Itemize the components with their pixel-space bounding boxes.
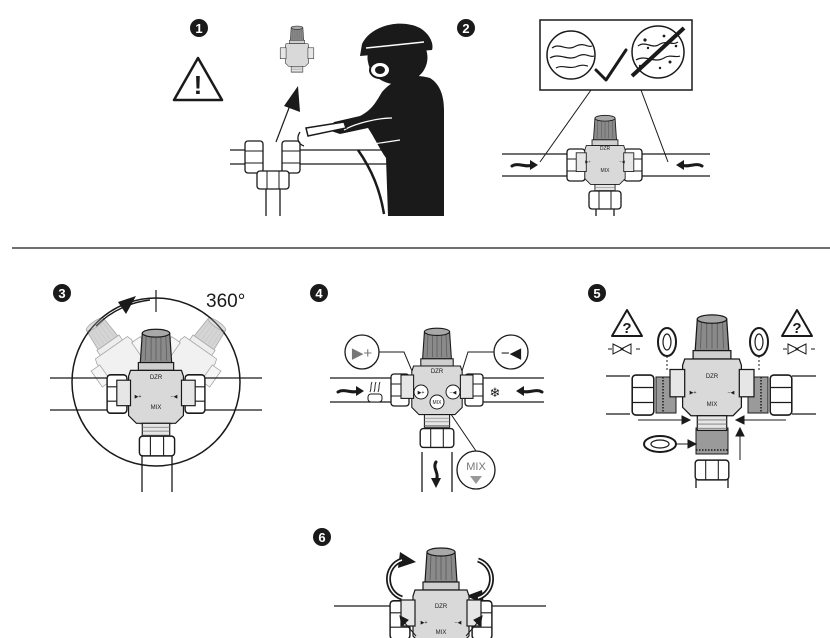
pipe-fitting — [769, 374, 793, 416]
pipe-fitting — [694, 459, 730, 481]
valve-mix-label: MIX — [151, 405, 162, 411]
svg-text:4: 4 — [315, 286, 323, 301]
valve-hot-symbol: ▶+ — [418, 390, 425, 396]
step-number-3: 3 — [53, 284, 71, 302]
flow-arrow-icon — [674, 158, 704, 172]
valve-cold-symbol: −◀ — [171, 394, 178, 400]
question-warning-icon: ? — [611, 309, 643, 337]
step-number-4: 4 — [310, 284, 328, 302]
flow-arrow-icon — [510, 158, 540, 172]
valve-mix-label: MIX — [436, 630, 447, 636]
pointer-lines — [539, 89, 669, 163]
washer-icon — [749, 327, 769, 357]
valve-mix-label: MIX — [707, 402, 718, 408]
welder-figure — [328, 23, 444, 216]
flow-arrow-icon — [431, 460, 441, 488]
pipe-fitting — [588, 190, 622, 210]
washer-icon — [657, 327, 677, 357]
svg-text:▶+: ▶+ — [352, 345, 373, 362]
valve-cold-symbol: −◀ — [728, 390, 735, 396]
mix-outlet-callout: MIX — [443, 403, 496, 490]
pipe-fitting — [244, 140, 301, 190]
pipe-fitting — [419, 427, 455, 449]
valve-mix-label: MIX — [433, 400, 443, 406]
clean-water-icon — [546, 30, 596, 80]
pipe-fitting — [631, 374, 655, 416]
boiler-icon — [367, 381, 383, 403]
washer-icon — [643, 435, 677, 453]
flow-arrow-icon — [514, 384, 544, 398]
valve-brand-label: DZR — [600, 146, 611, 152]
valve-hot-symbol: ▶+ — [585, 159, 591, 164]
step-4-panel: 4 ▶+ −◀ MIX DZR ▶+ −◀ — [310, 284, 544, 492]
svg-text:1: 1 — [195, 21, 202, 36]
valve-brand-label: DZR — [150, 375, 163, 381]
svg-text:5: 5 — [593, 286, 600, 301]
svg-text:?: ? — [622, 320, 631, 337]
step-1-panel: 1 ! — [172, 19, 444, 216]
svg-text:3: 3 — [58, 286, 65, 301]
valve-small — [279, 25, 315, 73]
flow-arrow-icon — [336, 384, 366, 398]
step-3-panel: 3 360° DZR MIX ▶+ −◀ — [50, 284, 262, 492]
valve-brand-label: DZR — [706, 374, 719, 380]
flow-arrow-icon — [399, 615, 483, 637]
pipe-fitting — [138, 435, 176, 457]
svg-text:2: 2 — [462, 21, 469, 36]
valve-hot-symbol: ▶+ — [690, 390, 697, 396]
svg-text:−◀: −◀ — [501, 345, 522, 362]
lift-arrow-icon — [275, 86, 300, 143]
mixing-valve — [669, 314, 755, 432]
checkmark-icon — [594, 48, 628, 82]
snowflake-icon: ❄ — [490, 385, 501, 400]
pipework — [502, 153, 710, 177]
question-warning-icon: ? — [781, 309, 813, 337]
valve-mix-label: MIX — [601, 168, 611, 174]
step-number-6: 6 — [313, 528, 331, 546]
rotation-arrow-icon — [386, 552, 416, 601]
cold-inlet-callout: −◀ — [455, 334, 529, 391]
step-number-2: 2 — [457, 19, 475, 37]
step-5-panel: 5 ? ? — [588, 284, 816, 488]
valve-brand-label: DZR — [435, 604, 448, 610]
svg-text:MIX: MIX — [466, 461, 486, 473]
pipework — [50, 377, 262, 492]
valve-brand-label: DZR — [431, 369, 444, 375]
svg-text:?: ? — [792, 320, 801, 337]
valve-direction-symbol — [608, 343, 815, 355]
valve-cold-symbol: −◀ — [619, 159, 625, 164]
pipework — [330, 377, 544, 492]
step-number-1: 1 — [190, 19, 208, 37]
valve-cold-symbol: −◀ — [455, 620, 462, 626]
warning-triangle-icon: ! — [172, 56, 224, 102]
step-number-5: 5 — [588, 284, 606, 302]
flow-arrow-icon — [638, 415, 786, 460]
mixing-valve — [575, 114, 635, 195]
valve-cold-symbol: −◀ — [450, 390, 457, 396]
svg-text:!: ! — [194, 70, 203, 100]
mixing-valve — [400, 327, 474, 428]
step-6-panel: 6 DZR MIX ▶+ −◀ — [313, 528, 546, 638]
dirty-water-icon — [630, 25, 686, 79]
rotation-label: 360° — [206, 291, 245, 312]
step-2-panel: 2 — [457, 19, 710, 216]
welding-torch-icon — [297, 121, 347, 147]
valve-hot-symbol: ▶+ — [135, 394, 142, 400]
valve-hot-symbol: ▶+ — [421, 620, 428, 626]
rotation-arrow-icon — [466, 557, 494, 604]
svg-text:6: 6 — [318, 530, 325, 545]
